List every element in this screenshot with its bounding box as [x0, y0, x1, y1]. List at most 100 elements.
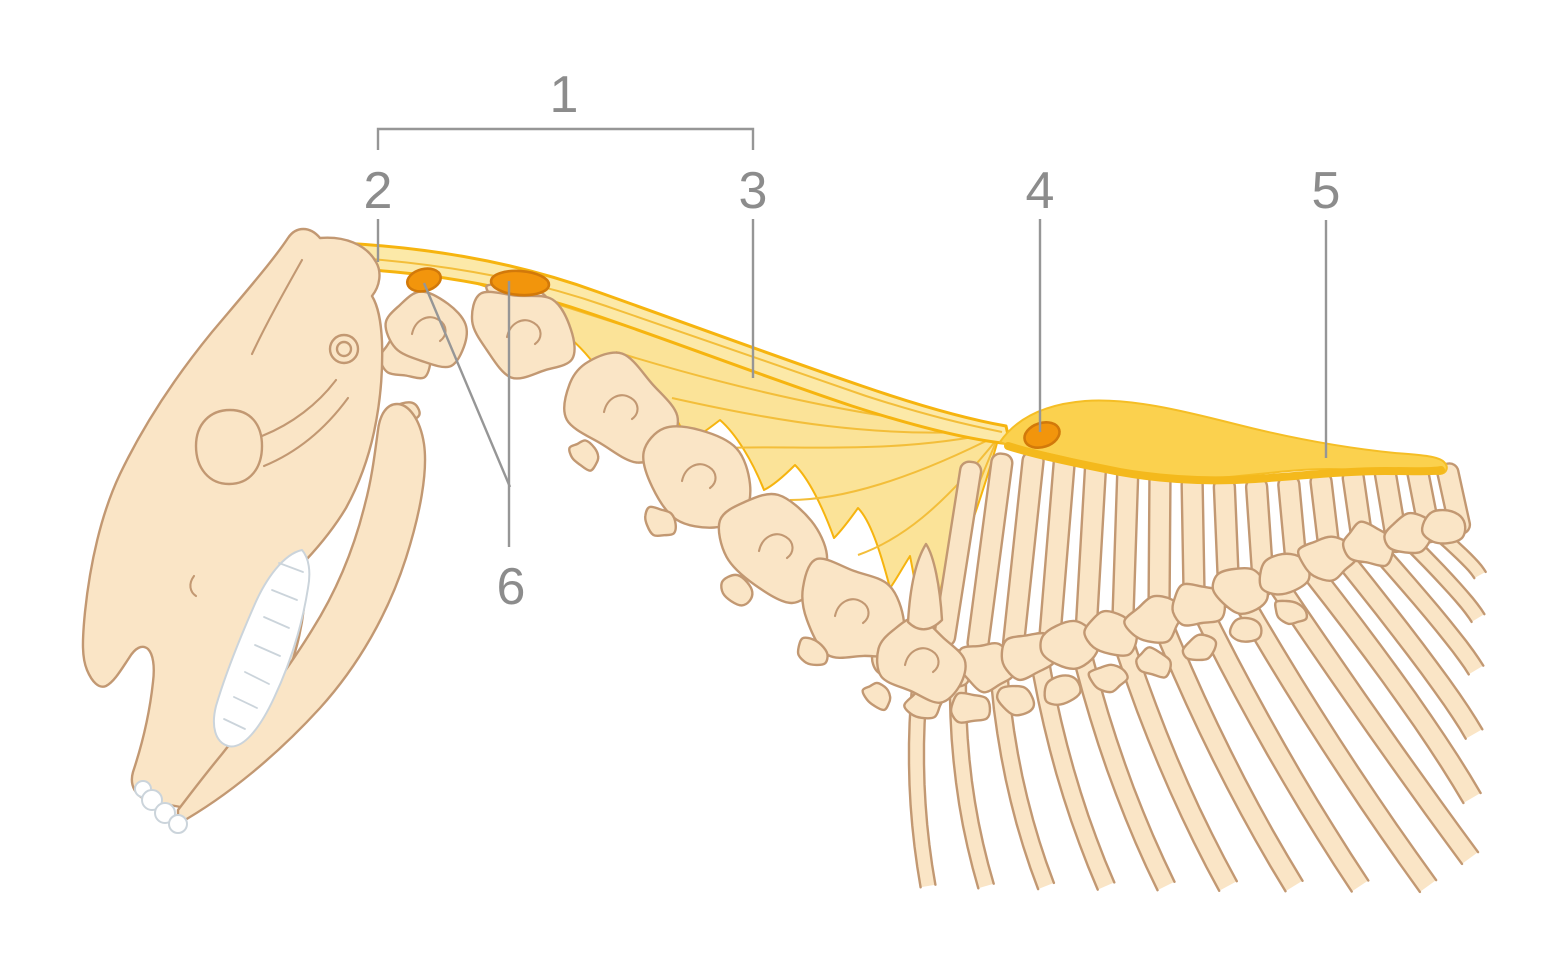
- cervical-vertebra: [875, 616, 967, 704]
- rib-edge: [1027, 649, 1099, 891]
- rib-edge: [1205, 596, 1370, 882]
- rib: [1267, 576, 1478, 864]
- cervical-vertebra: [384, 290, 468, 369]
- rib: [1189, 597, 1369, 892]
- cervical-vertebra: [801, 557, 906, 660]
- label-leader-lines: [376, 127, 1328, 547]
- vertebra-lump: [1123, 594, 1185, 645]
- skull: [81, 227, 427, 834]
- label-2: 2: [364, 162, 393, 220]
- vertebra-detail: [757, 533, 794, 560]
- rib: [1148, 609, 1303, 892]
- label-1: 1: [550, 66, 579, 124]
- label-numbers: 1 2 3 4 5 6: [364, 66, 1341, 616]
- temporal-line: [250, 258, 304, 356]
- vertebra-sub-lump: [995, 684, 1036, 717]
- vertebra-sub-lump: [1273, 599, 1309, 626]
- rib: [1108, 622, 1237, 891]
- vertebra-lump: [1258, 552, 1311, 596]
- rib-edge: [1337, 565, 1467, 740]
- rib-edge: [1302, 577, 1465, 805]
- transverse-process: [720, 573, 754, 607]
- rib-edge: [1370, 554, 1470, 676]
- nasal-mark: [189, 574, 198, 598]
- vertebra-lump: [1420, 508, 1467, 545]
- vertebra-sub-lump: [1135, 646, 1173, 679]
- cervical-vertebra: [563, 351, 680, 464]
- rib-edge: [1430, 534, 1476, 580]
- incisor-tooth: [168, 814, 188, 834]
- vertebra-sub-lump: [1228, 616, 1263, 643]
- vertebra-sub-lump: [1087, 663, 1129, 694]
- transverse-process: [568, 439, 600, 472]
- rib: [1304, 565, 1481, 803]
- vertebra-lump: [1383, 511, 1436, 555]
- rib-edge: [907, 680, 922, 889]
- transverse-process: [861, 681, 892, 712]
- rib-edge: [988, 660, 1040, 891]
- vertebra-detail: [505, 319, 542, 346]
- tooth-separator: [254, 644, 281, 657]
- incisor-tooth: [141, 789, 163, 811]
- facial-crest-line: [262, 396, 350, 468]
- first-thoracic-spine: [906, 542, 944, 631]
- tooth-separator: [271, 589, 298, 601]
- orbit-ring: [194, 408, 264, 486]
- rib-edge: [1412, 533, 1486, 616]
- thoracic-vertebral-bodies: [870, 508, 1467, 724]
- rib-edge: [1266, 586, 1464, 866]
- ligament-cord-fiber: [329, 255, 1003, 433]
- cervical-vertebra: [642, 425, 752, 529]
- label-3: 3: [739, 162, 768, 220]
- label-6: 6: [497, 558, 526, 616]
- rib: [949, 671, 994, 889]
- rib: [1229, 587, 1437, 892]
- band-deep-edge: [1004, 442, 1445, 485]
- vertebra-detail: [903, 647, 940, 674]
- ear-canal-inner: [335, 340, 353, 358]
- tooth-separator: [278, 562, 304, 573]
- rib-edge: [1245, 585, 1438, 882]
- ligament-fan-fiber: [789, 433, 1001, 501]
- rib-edge: [1318, 564, 1482, 795]
- rib-edge: [1283, 575, 1480, 854]
- transverse-process: [796, 636, 829, 667]
- rib-edge: [1187, 605, 1353, 893]
- tooth-separator: [233, 696, 258, 709]
- supraspinous-ligament-band: [999, 399, 1448, 485]
- ear-canal-outer: [328, 333, 360, 365]
- rib: [1402, 534, 1485, 622]
- tooth-separator: [223, 718, 246, 730]
- vertebra-detail: [602, 394, 639, 421]
- skull-outline: [81, 227, 384, 810]
- transverse-process: [644, 505, 677, 538]
- cervical-vertebrae: [378, 282, 967, 712]
- cervical-vertebra: [470, 290, 576, 380]
- ribs: [907, 524, 1487, 894]
- bursa-marker-withers: [1023, 421, 1061, 449]
- vertebra-lump: [1296, 535, 1358, 582]
- rib-edge: [1228, 595, 1422, 894]
- tooth-separator: [244, 671, 270, 685]
- zygomatic-arch-line: [260, 378, 338, 438]
- bursa-marker-axis: [489, 269, 551, 297]
- rib-edge: [1401, 544, 1473, 624]
- vertebra-sub-lump: [1181, 633, 1218, 662]
- leader-label-6-diagonal: [422, 282, 512, 488]
- rib: [909, 681, 936, 888]
- vertebra-detail: [680, 463, 717, 490]
- vertebra-sub-lump: [949, 691, 992, 724]
- label-4: 4: [1026, 162, 1055, 220]
- ligament-fan-fiber: [727, 431, 1001, 449]
- ligament-fan-fiber: [857, 437, 999, 556]
- rib: [1371, 544, 1484, 675]
- rib: [1338, 555, 1483, 739]
- bursa-markers: [405, 267, 1061, 449]
- rib-edge: [1352, 553, 1484, 731]
- label-5: 5: [1312, 162, 1341, 220]
- vertebra-sub-lump: [1043, 674, 1082, 706]
- tooth-separator: [263, 616, 290, 629]
- cervical-vertebra: [717, 492, 829, 605]
